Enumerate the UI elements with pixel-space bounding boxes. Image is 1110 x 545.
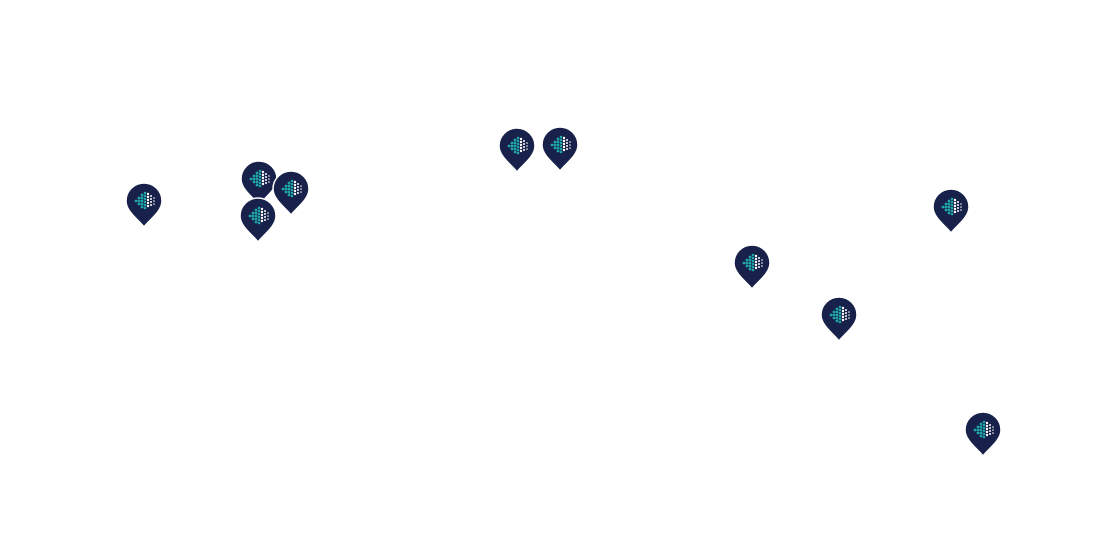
map-marker[interactable] <box>124 181 164 229</box>
map-marker[interactable] <box>497 126 537 174</box>
location-pin-icon <box>497 126 537 174</box>
map-marker[interactable] <box>819 295 859 343</box>
map-marker[interactable] <box>540 125 580 173</box>
location-pin-icon <box>819 295 859 343</box>
map-marker[interactable] <box>963 410 1003 458</box>
location-pin-icon <box>963 410 1003 458</box>
location-pin-icon <box>540 125 580 173</box>
location-pin-icon <box>931 187 971 235</box>
location-pin-icon <box>238 196 278 244</box>
location-pin-icon <box>732 243 772 291</box>
map-marker[interactable] <box>732 243 772 291</box>
location-pin-icon <box>124 181 164 229</box>
map-marker[interactable] <box>931 187 971 235</box>
map-marker[interactable] <box>238 196 278 244</box>
